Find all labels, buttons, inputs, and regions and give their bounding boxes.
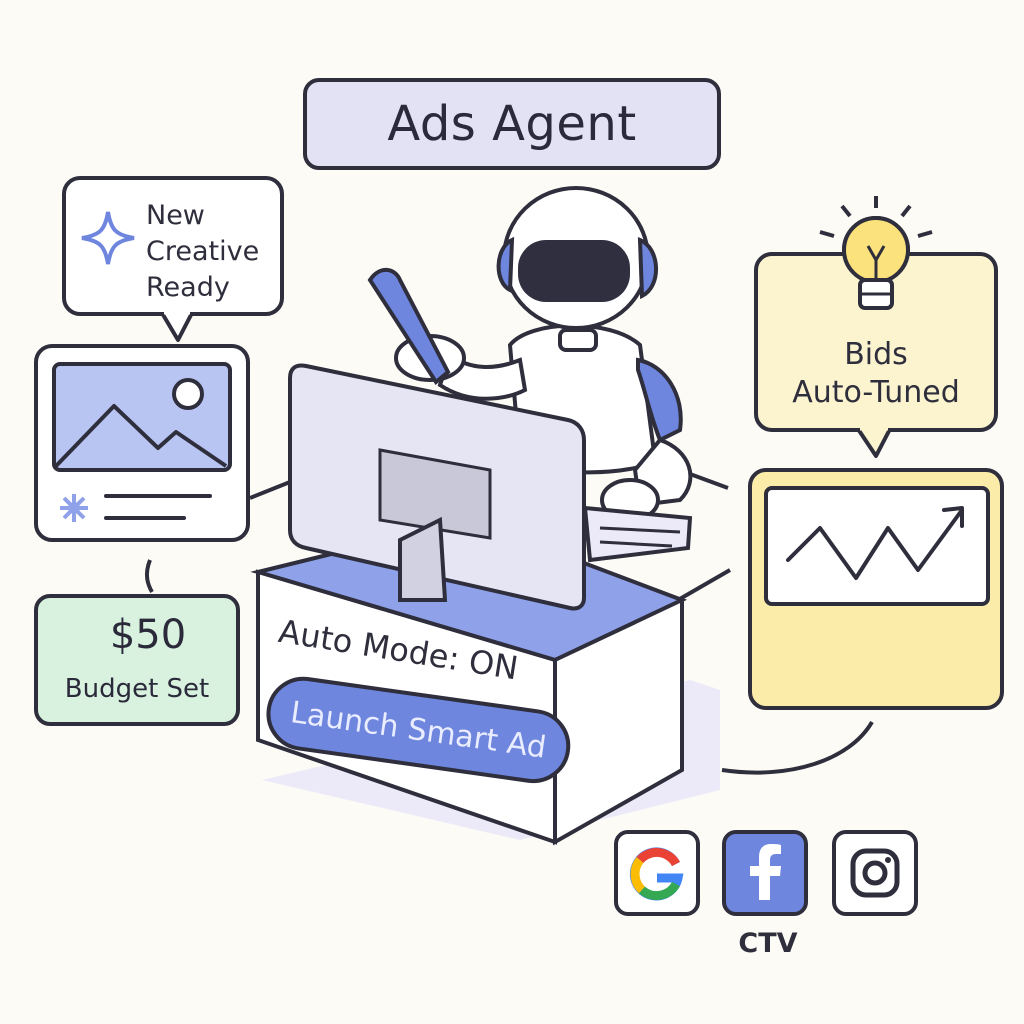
- keyboard-icon: [582, 505, 693, 563]
- google-platform-button[interactable]: [614, 830, 700, 916]
- monitor: [288, 363, 586, 611]
- budget-label: Budget Set: [64, 674, 210, 704]
- title-box: Ads Agent: [303, 78, 721, 170]
- connector-desk-chart: [677, 568, 731, 602]
- creative-ready-line2: Creative: [146, 236, 260, 267]
- monitor-screen-placeholder: [378, 448, 492, 540]
- bids-tuned-bubble: Bids Auto-Tuned: [754, 252, 998, 432]
- trend-chart-icon: [764, 486, 990, 606]
- launch-smart-ad-label: Launch Smart Ad: [288, 694, 549, 766]
- connector-robot-chart: [689, 472, 729, 490]
- bids-tuned-line2: Auto-Tuned: [792, 375, 960, 410]
- monitor-stand: [398, 516, 448, 602]
- creative-ready-bubble: New Creative Ready: [62, 176, 284, 316]
- connector-creative-budget: [144, 559, 154, 593]
- sparkle-icon: [81, 211, 135, 265]
- image-icon: [52, 362, 232, 522]
- creative-ready-line3: Ready: [146, 272, 230, 303]
- stylus-icon: [367, 267, 451, 385]
- creative-ready-line1: New: [146, 200, 205, 231]
- connector-creative-monitor: [249, 480, 291, 500]
- star-icon: [60, 494, 88, 522]
- instagram-icon: [850, 848, 900, 898]
- robot: [367, 186, 693, 522]
- performance-chart-card: [748, 468, 1004, 710]
- robot-visor: [518, 240, 630, 302]
- bids-tuned-label: Bids Auto-Tuned: [758, 336, 994, 412]
- ctv-caption: CTV: [738, 928, 798, 959]
- facebook-icon: [750, 844, 781, 900]
- facebook-platform-button[interactable]: [722, 830, 808, 916]
- page-title: Ads Agent: [387, 96, 637, 152]
- budget-amount: $50: [109, 612, 187, 658]
- creative-ready-label: New Creative Ready: [146, 198, 259, 306]
- google-icon: [629, 847, 684, 901]
- creative-preview-card: [34, 344, 250, 542]
- instagram-platform-button[interactable]: [832, 830, 918, 916]
- bids-tuned-line1: Bids: [844, 337, 908, 372]
- connector-chart-platforms: [721, 720, 874, 775]
- budget-card: $50 Budget Set: [34, 594, 240, 726]
